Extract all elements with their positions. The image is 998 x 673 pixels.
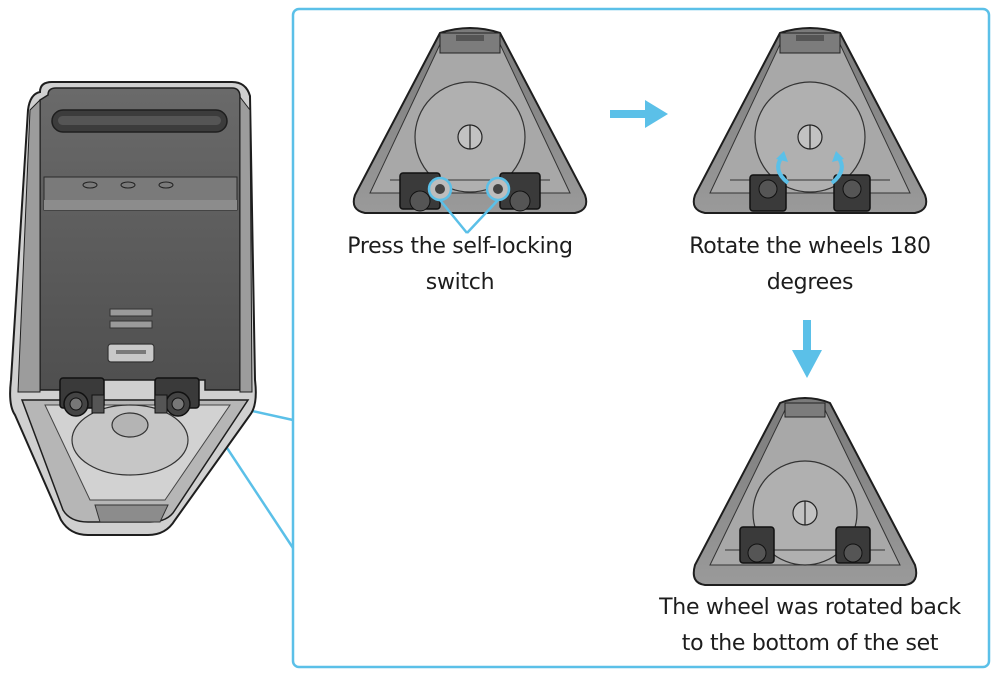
caption-result: The wheel was rotated back to the bottom… [640,590,980,662]
caption-result-line1: The wheel was rotated back [659,595,961,620]
arrow-down-icon [792,320,822,378]
arrow-right-icon [610,100,668,128]
caption-rotate-wheels: Rotate the wheels 180 degrees [660,229,960,301]
wheel-right [154,377,200,417]
base-step-rotate [692,27,928,214]
rotate-cw-icon [830,151,844,185]
caption-press-line1: Press the self-locking [347,234,573,259]
callout-frame [291,7,991,669]
caption-press-switch: Press the self-locking switch [310,229,610,301]
device-front-view [9,81,257,536]
caption-rotate-line1: Rotate the wheels 180 [689,234,931,259]
base-step-press [352,27,588,234]
caption-rotate-line2: degrees [766,270,854,295]
caption-result-line2: to the bottom of the set [681,631,939,656]
base-step-result [692,397,918,586]
wheel-left [59,377,105,417]
caption-press-line2: switch [425,270,495,295]
rotate-ccw-icon [776,151,790,185]
